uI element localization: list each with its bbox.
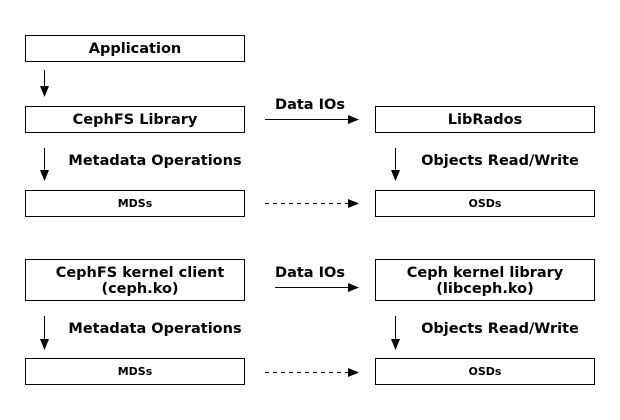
data-ios-label-bottom: Data IOs [275,265,345,281]
cephfs-library-box: CephFS Library [25,106,245,133]
kernel-library-label-line1: Ceph kernel library [407,265,564,281]
dashed-arrow-mds-to-osd [265,199,359,208]
osd-box: OSDs [375,190,595,217]
cephfs-kernel-client-box: CephFS kernel client (ceph.ko) [25,259,245,301]
osd-label-bottom: OSDs [469,365,502,378]
arrow-librados-to-osd [391,148,400,181]
cephfs-library-label: CephFS Library [73,112,198,128]
arrow-library-to-mds [40,148,49,181]
arrow-app-to-library [40,70,49,97]
librados-box: LibRados [375,106,595,133]
ceph-kernel-library-box: Ceph kernel library (libceph.ko) [375,259,595,301]
top-diagram: Application CephFS Library Data IOs LibR… [25,35,595,217]
kernel-client-label-line1: CephFS kernel client [56,265,225,281]
arrow-client-to-kernel-library [275,283,359,292]
data-ios-label: Data IOs [275,97,345,113]
objects-read-write-label: Objects Read/Write [421,153,579,169]
dashed-arrow-mds-to-osd-bottom [265,368,359,377]
arrow-client-to-mds [40,316,49,350]
kernel-client-label-line2: (ceph.ko) [101,281,178,297]
bottom-diagram: CephFS kernel client (ceph.ko) Data IOs … [25,259,595,385]
kernel-library-label-line2: (libceph.ko) [436,281,533,297]
metadata-operations-label-bottom: Metadata Operations [68,321,241,337]
osd-box-bottom: OSDs [375,358,595,385]
mds-box: MDSs [25,190,245,217]
arrow-kernel-library-to-osd [391,316,400,350]
mds-box-bottom: MDSs [25,358,245,385]
mds-label-bottom: MDSs [118,365,153,378]
mds-label: MDSs [118,197,153,210]
osd-label: OSDs [469,197,502,210]
librados-label: LibRados [448,112,523,128]
application-label: Application [89,41,182,57]
metadata-operations-label: Metadata Operations [68,153,241,169]
arrow-library-to-librados [265,115,359,124]
objects-read-write-label-bottom: Objects Read/Write [421,321,579,337]
application-box: Application [25,35,245,62]
